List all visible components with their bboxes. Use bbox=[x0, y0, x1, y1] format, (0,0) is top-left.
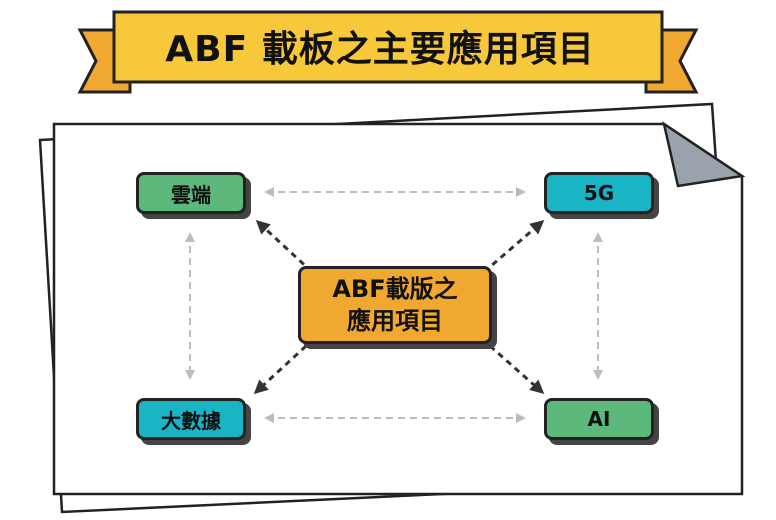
banner-body bbox=[112, 10, 664, 84]
node-cloud: 雲端 bbox=[136, 172, 246, 214]
arrow-to-5g bbox=[483, 220, 545, 274]
node-cloud-label: 雲端 bbox=[171, 182, 211, 207]
node-ai: AI bbox=[544, 398, 654, 440]
center-label-line2: 應用項目 bbox=[347, 307, 443, 335]
page-title: ABF 載板之主要應用項目 bbox=[165, 29, 595, 70]
arrow-to-cloud bbox=[255, 219, 314, 274]
peer-connectors bbox=[185, 187, 603, 423]
node-5g-label: 5G bbox=[583, 181, 615, 205]
node-5g: 5G bbox=[544, 172, 654, 214]
node-big-data-label: 大數據 bbox=[161, 408, 221, 433]
node-center: ABF載版之 應用項目 bbox=[298, 266, 492, 344]
arrow-to-ai bbox=[489, 344, 545, 394]
arrow-to-bigdata bbox=[253, 344, 308, 395]
center-arrows bbox=[253, 219, 545, 395]
center-label-line1: ABF載版之 bbox=[332, 275, 458, 303]
node-ai-label: AI bbox=[587, 407, 611, 431]
node-big-data: 大數據 bbox=[136, 398, 246, 440]
title-banner bbox=[77, 10, 699, 94]
page-fold bbox=[662, 121, 746, 188]
